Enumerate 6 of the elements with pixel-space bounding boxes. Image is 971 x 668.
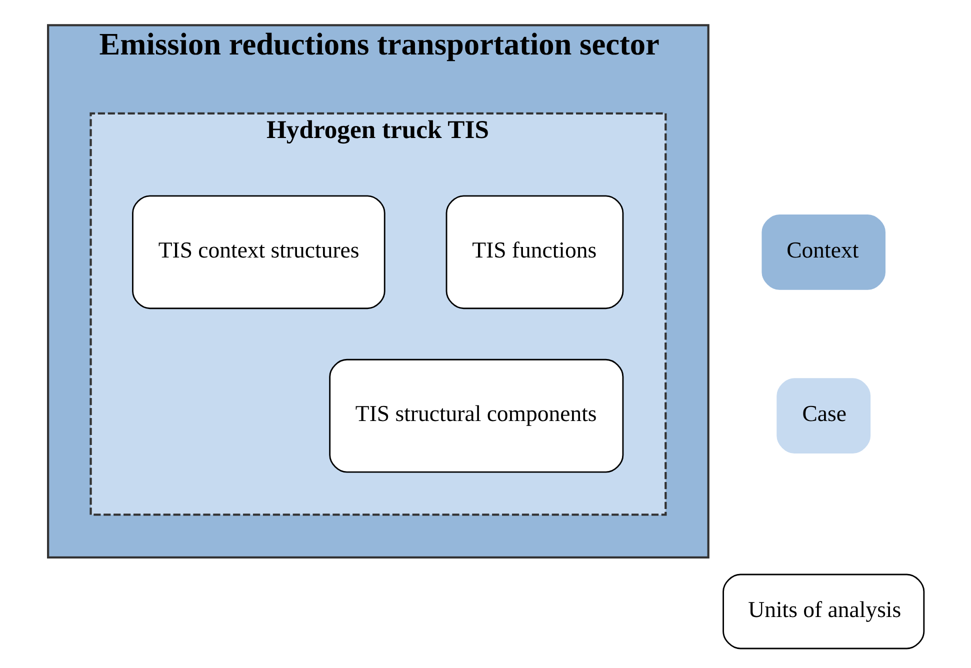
node-box: TIS structural components — [328, 358, 624, 473]
legend-label: Case — [802, 401, 846, 426]
node-box: TIS functions — [445, 195, 624, 310]
node-box: TIS context structures — [132, 195, 385, 310]
legend-label: Context — [786, 238, 858, 263]
legend-label: Units of analysis — [748, 596, 901, 622]
